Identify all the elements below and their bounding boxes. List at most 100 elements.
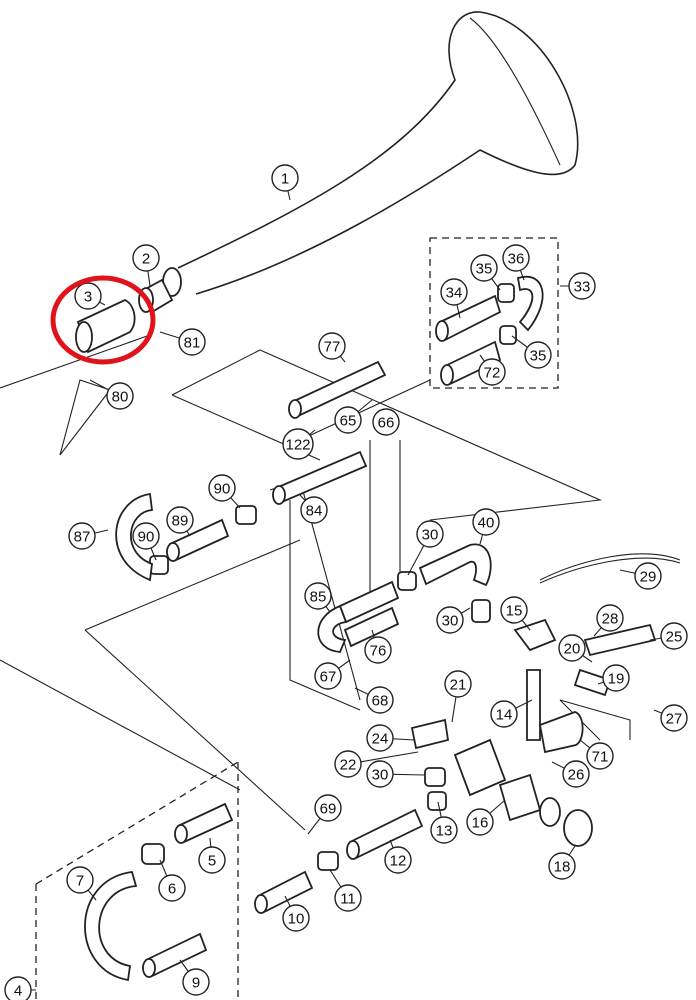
callout-number: 6 [168,881,176,898]
callout-circle [478,358,506,386]
callout-circle [502,244,530,272]
callout-number: 36 [508,251,525,268]
callout-number: 5 [208,853,216,870]
middle-pipes [115,360,387,582]
callout-circle [300,496,328,524]
callout-number: 81 [184,335,201,352]
callout-circle [586,742,614,770]
kit-4-parts [84,802,234,982]
callout-number: 11 [340,891,356,908]
callout-24: 24 [366,724,415,752]
callout-number: 66 [378,415,395,432]
valve-assembly [410,553,681,847]
callout-circle [548,852,576,880]
callout-circle [472,508,500,536]
callout-circle [444,670,472,698]
callout-circle [74,282,102,310]
callout-87: 87 [68,522,109,550]
callout-number: 80 [112,389,129,406]
callout-circle [416,520,444,548]
callout-68: 68 [354,686,394,714]
callout-number: 24 [372,731,389,748]
callout-28: 28 [593,604,624,637]
callout-21: 21 [444,670,472,723]
callout-30c: 30 [366,760,426,788]
callout-13: 13 [430,801,458,844]
callout-number: 30 [442,613,459,630]
callout-5: 5 [198,837,226,874]
callout-circle [436,606,464,634]
callout-number: 20 [564,641,581,658]
callout-circle [208,474,236,502]
callout-number: 35 [530,348,547,365]
callout-circle [466,808,494,836]
kit-4-box-top [35,761,239,885]
callout-35a: 35 [470,254,501,291]
callout-number: 122 [285,437,310,454]
callout-circle [660,704,688,732]
callout-72: 72 [478,354,506,386]
callout-67: 67 [314,659,351,690]
callout-number: 40 [478,515,495,532]
callout-85: 85 [304,582,332,613]
callout-71: 71 [579,739,614,770]
lower-pipes [254,808,424,914]
callout-30a: 30 [407,520,444,576]
callout-number: 21 [450,677,467,694]
callout-10: 10 [282,895,310,932]
callout-circle [384,846,412,874]
callout-circle [562,760,590,788]
callout-circle [271,164,299,192]
callout-circle [66,866,94,894]
callout-circle [334,406,362,434]
callout-number: 25 [666,629,683,646]
callout-circle [132,522,160,550]
callout-circle [198,846,226,874]
callout-circle [524,341,552,369]
callout-number: 89 [172,513,189,530]
callout-number: 15 [506,603,523,620]
callout-circle [318,332,346,360]
callout-circle [314,794,342,822]
callout-77: 77 [318,332,346,363]
callout-122: 122 [282,428,316,460]
callout-number: 30 [372,767,389,784]
callout-circle [366,686,394,714]
callout-76: 76 [364,629,392,664]
callout-number: 90 [214,481,231,498]
center-pipes [317,543,492,653]
callout-circle [68,522,96,550]
callout-circle [470,254,498,282]
callout-30b: 30 [436,606,471,634]
callout-circle [490,700,518,728]
callout-90a: 90 [132,522,160,561]
callout-1: 1 [271,164,299,201]
callout-number: 29 [640,569,657,586]
callout-25: 25 [649,622,688,650]
callout-80: 80 [89,379,134,410]
callout-circle [304,582,332,610]
callout-circle [430,816,458,844]
callout-circle [166,506,194,534]
callout-number: 85 [310,589,327,606]
callout-69: 69 [307,794,342,835]
callout-36: 36 [502,244,530,281]
callout-number: 87 [74,529,91,546]
callout-circle [660,622,688,650]
callout-circle [366,724,394,752]
callout-circle [282,428,314,460]
callout-circle [568,272,596,300]
callout-circle [596,604,624,632]
callout-number: 3 [84,289,92,306]
callout-circle [178,328,206,356]
callout-number: 7 [76,873,84,890]
part-3-pipe [75,298,136,354]
callout-81: 81 [159,328,206,356]
callout-number: 14 [496,707,513,724]
callout-number: 26 [568,767,585,784]
callout-number: 77 [324,339,341,356]
callout-number: 84 [306,503,323,520]
highlight-ring [50,275,156,365]
callout-7: 7 [66,866,97,901]
callout-66: 66 [372,408,400,436]
